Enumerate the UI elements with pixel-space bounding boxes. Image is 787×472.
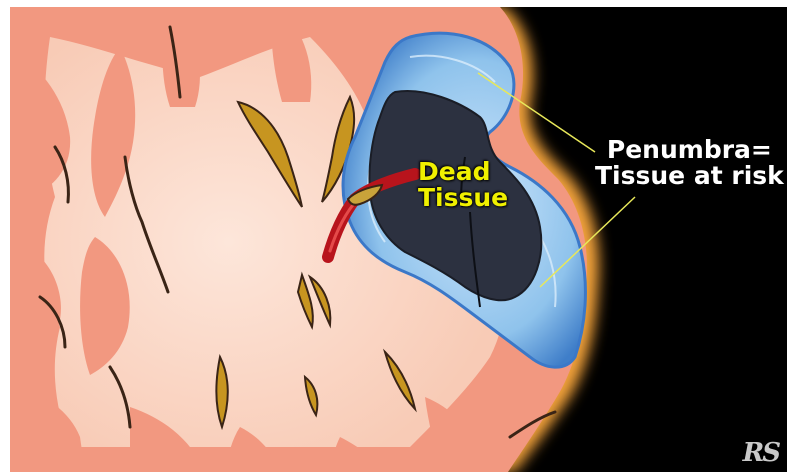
dead-tissue-label-line1: Dead: [418, 159, 508, 185]
dead-tissue-label: Dead Tissue: [418, 159, 508, 210]
penumbra-label-line1: Penumbra=: [595, 137, 784, 163]
artist-signature: RS: [743, 438, 779, 468]
dead-tissue-label-line2: Tissue: [418, 185, 508, 211]
penumbra-label-line2: Tissue at risk: [595, 163, 784, 189]
brain-cross-section-illustration: [10, 7, 787, 472]
penumbra-label: Penumbra= Tissue at risk: [595, 137, 784, 188]
illustration-panel: Dead Tissue Penumbra= Tissue at risk RS: [10, 7, 787, 472]
